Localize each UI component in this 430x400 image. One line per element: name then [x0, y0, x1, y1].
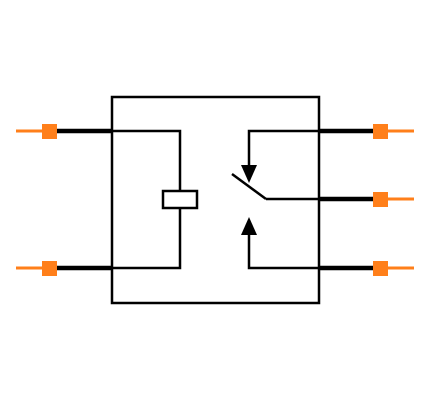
changeover-contact-icon — [231, 172, 267, 201]
coil-wire-top — [112, 129, 182, 191]
pin-terminal-icon — [373, 192, 388, 207]
pin-terminal-icon — [42, 124, 57, 139]
nc-contact-wire — [247, 129, 319, 165]
relay-coil-icon — [161, 189, 199, 210]
pin-terminal-icon — [373, 261, 388, 276]
no-contact-wire — [247, 235, 319, 270]
left-pin-coil-2 — [16, 261, 112, 276]
right-pin-normally-closed — [319, 124, 414, 139]
contact-arrow-icon-up — [241, 217, 257, 235]
right-pin-normally-open — [319, 261, 414, 276]
coil-wire-bottom — [112, 208, 182, 270]
left-pin-coil-1 — [16, 124, 112, 139]
right-pin-common — [319, 192, 414, 207]
contact-wiring — [231, 129, 319, 270]
coil-wiring — [112, 129, 182, 270]
pin-terminal-icon — [373, 124, 388, 139]
contact-arrow-icon-down — [241, 165, 257, 183]
pin-terminal-icon — [42, 261, 57, 276]
